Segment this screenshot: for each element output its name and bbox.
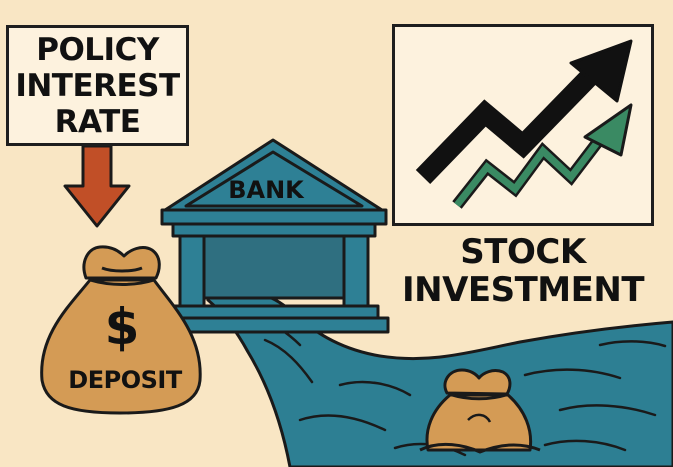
green-trend-arrow [452,103,633,209]
policy-interest-rate-box: POLICY INTEREST RATE [6,25,189,146]
stock-label-line-2: INVESTMENT [401,270,645,310]
bank-label: BANK [228,176,304,204]
down-arrow-icon [63,144,131,228]
deposit-label: DEPOSIT [68,366,182,394]
dollar-sign: $ [104,298,140,356]
trend-chart-icon [415,39,633,209]
stock-chart-box [392,24,654,226]
stock-investment-label: STOCK INVESTMENT [392,233,654,309]
sinking-money-bag-icon [419,368,541,454]
stock-label-line-1: STOCK [460,232,586,272]
black-trend-arrow [415,39,633,184]
money-bag-icon [40,245,202,415]
policy-label-line-3: RATE [54,103,141,140]
policy-label-line-1: POLICY [36,31,159,68]
policy-label-line-2: INTEREST [15,67,180,104]
